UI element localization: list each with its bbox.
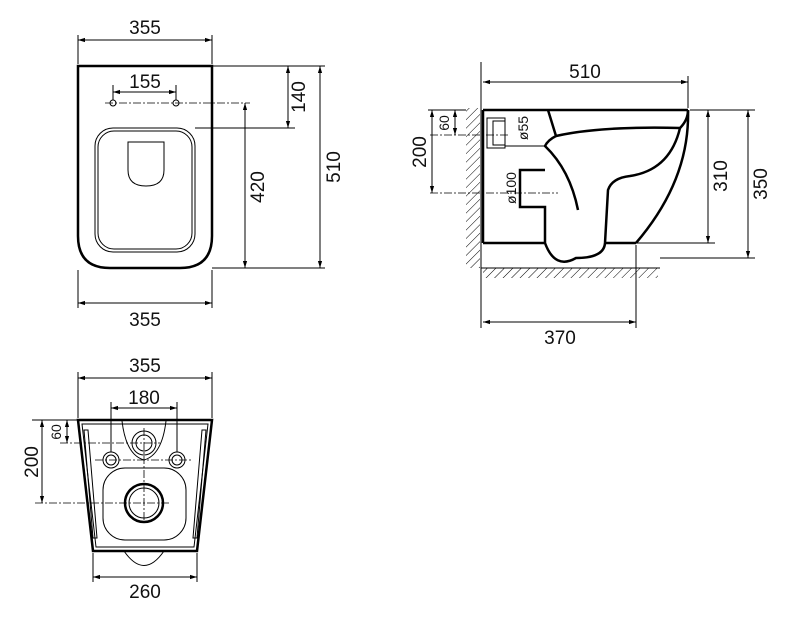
bowl-front — [635, 109, 690, 244]
inlet-pipe — [486, 117, 506, 149]
dim-hole-to-front: 420 — [248, 171, 269, 203]
dim-inlet-diameter: ø55 — [515, 116, 531, 140]
outlet-flange — [102, 467, 187, 541]
rear-view-inner-outline — [81, 423, 209, 548]
bowl-rim — [546, 109, 690, 138]
dim-inlet-height: 60 — [436, 115, 452, 131]
dim-hole-spacing: 155 — [129, 72, 161, 93]
dim-bottom-width: 355 — [129, 310, 161, 331]
bowl-inner-back — [543, 134, 580, 211]
dim-bolt-spacing: 180 — [128, 388, 160, 409]
wall-hatch — [466, 108, 480, 268]
dim-bowl-height: 310 — [711, 160, 732, 192]
dim-rear-inlet-height: 60 — [48, 424, 64, 440]
top-view-outline — [76, 64, 214, 270]
side-view: ø55 ø100 510 60 200 310 350 370 — [410, 62, 772, 349]
inlet-recess — [121, 420, 167, 461]
dim-total-height: 350 — [751, 168, 772, 200]
trap-outline — [518, 168, 607, 263]
lid-outline — [127, 141, 165, 187]
dim-floor-length: 370 — [544, 328, 576, 349]
dim-length: 510 — [324, 151, 345, 183]
bowl-bottom — [123, 550, 165, 566]
dim-rear-outlet-height: 200 — [22, 446, 43, 478]
dim-top-width: 355 — [129, 18, 161, 39]
dim-outlet-diameter: ø100 — [503, 172, 519, 204]
dim-hole-offset: 140 — [289, 81, 310, 113]
floor-hatch — [483, 268, 658, 278]
seat-inner-outline — [97, 130, 193, 250]
dim-outlet-height: 200 — [410, 136, 431, 168]
seat-outline — [94, 127, 196, 253]
top-view: 355 155 140 420 510 355 — [76, 18, 345, 331]
rear-view: 355 180 60 200 260 — [22, 356, 214, 603]
rear-view-outline — [76, 418, 214, 553]
side-rib — [192, 429, 207, 539]
dim-side-length: 510 — [569, 62, 601, 83]
dim-rear-top-width: 355 — [129, 356, 161, 377]
bowl-inner-front — [603, 127, 682, 244]
inlet-pipe-inner — [492, 120, 506, 146]
dim-rear-bottom-width: 260 — [129, 582, 161, 603]
side-rib — [83, 429, 98, 539]
